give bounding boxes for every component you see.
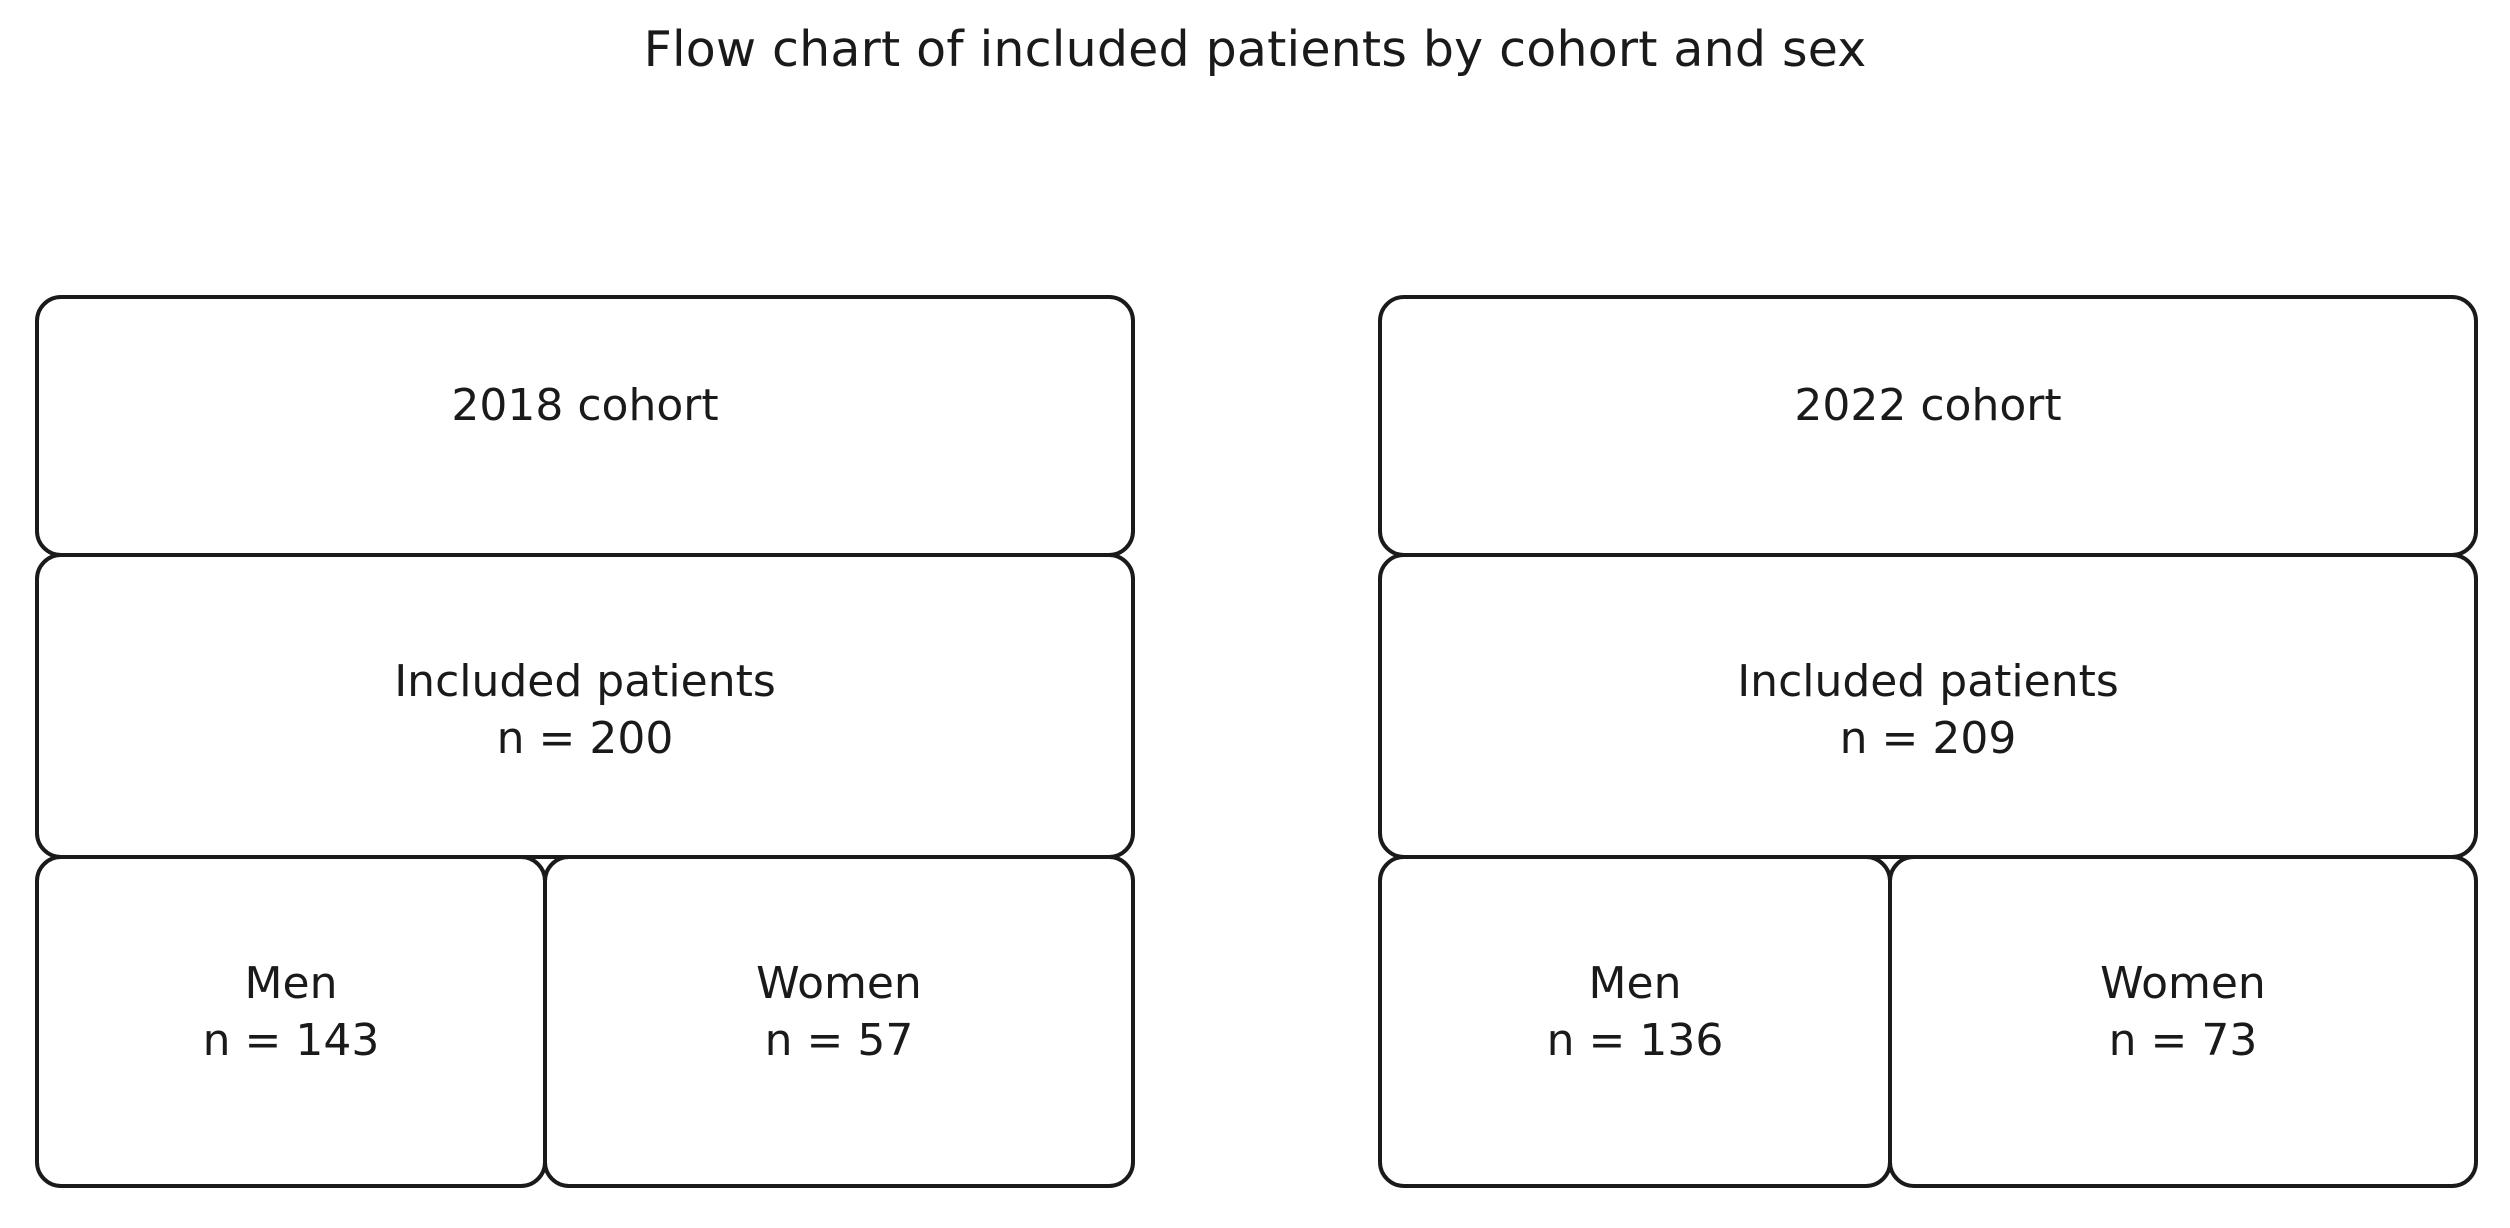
included-patients-label: Included patients n = 209 [1737,656,2119,764]
cohort-header-label: 2022 cohort [1794,380,2062,431]
cohort-header-box-2018: 2018 cohort [35,295,1135,557]
sex-box-women-2022: Women n = 73 [1888,855,2478,1188]
sex-label-men: Men n = 136 [1546,958,1724,1066]
sex-box-men-2022: Men n = 136 [1378,855,1892,1188]
sex-box-men-2018: Men n = 143 [35,855,547,1188]
sex-box-women-2018: Women n = 57 [543,855,1135,1188]
cohort-group-2022: 2022 cohort Included patients n = 209 Me… [1378,295,2478,1188]
chart-title: Flow chart of included patients by cohor… [643,21,1867,78]
cohort-group-2018: 2018 cohort Included patients n = 200 Me… [35,295,1135,1188]
sex-label-women: Women n = 57 [756,958,922,1066]
cohort-header-box-2022: 2022 cohort [1378,295,2478,557]
included-patients-box-2018: Included patients n = 200 [35,553,1135,859]
cohort-header-label: 2018 cohort [451,380,719,431]
sex-label-men: Men n = 143 [202,958,380,1066]
sex-label-women: Women n = 73 [2100,958,2266,1066]
included-patients-label: Included patients n = 200 [394,656,776,764]
included-patients-box-2022: Included patients n = 209 [1378,553,2478,859]
